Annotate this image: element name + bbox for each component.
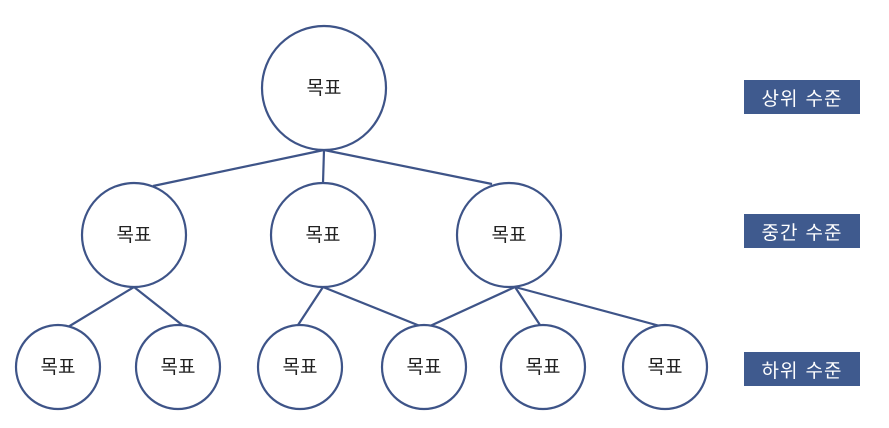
edge (321, 149, 326, 184)
goal-node-label: 목표 (407, 356, 442, 378)
edge (67, 286, 135, 328)
goal-node-label: 목표 (306, 224, 341, 246)
edge (514, 286, 541, 326)
edge (133, 286, 187, 329)
edge (514, 285, 661, 328)
goal-node (621, 323, 709, 411)
level-upper-label: 상위 수준 (744, 80, 860, 114)
goal-node-label: 목표 (41, 356, 76, 378)
goal-node-label: 목표 (307, 77, 342, 99)
goal-node (499, 323, 587, 411)
goal-node-label: 목표 (526, 356, 561, 378)
edge (429, 286, 516, 327)
goal-node (380, 323, 468, 411)
goal-node (260, 24, 388, 152)
edge (323, 148, 493, 186)
goal-node (14, 323, 102, 411)
level-lower-label: 하위 수준 (744, 352, 860, 386)
goal-node (256, 323, 344, 411)
edge (297, 286, 324, 326)
edge (152, 148, 325, 188)
edge (322, 285, 421, 328)
goal-node-label: 목표 (648, 356, 683, 378)
goal-node (269, 181, 377, 289)
goal-node (455, 181, 563, 289)
goal-node (134, 323, 222, 411)
level-middle-label: 중간 수준 (744, 214, 860, 248)
goal-node-label: 목표 (283, 356, 318, 378)
goal-node-label: 목표 (492, 224, 527, 246)
goal-node-label: 목표 (161, 356, 196, 378)
goal-node (80, 181, 188, 289)
goal-node-label: 목표 (117, 224, 152, 246)
